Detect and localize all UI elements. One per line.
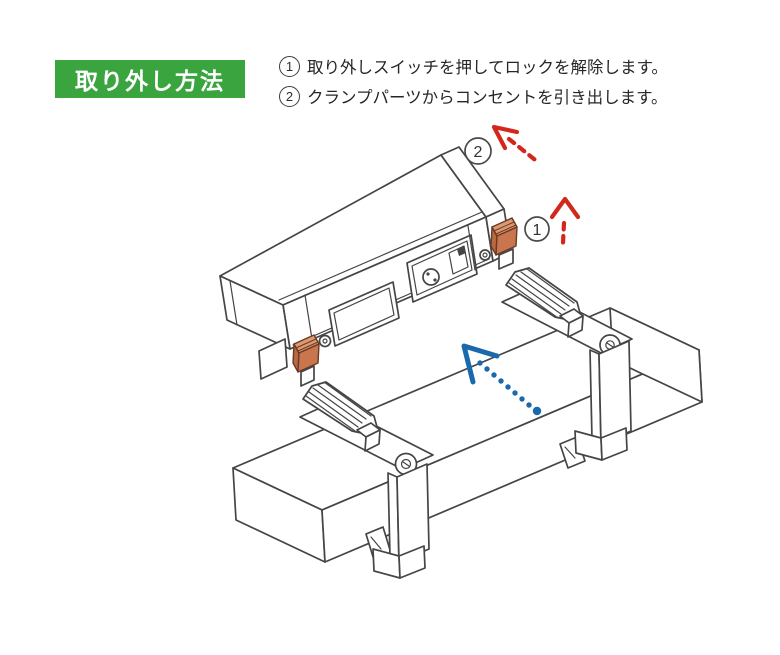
instruction-step-1: 1 取り外しスイッチを押してロックを解除します。: [279, 51, 668, 81]
mounting-rail-right: [505, 267, 584, 338]
slide-direction-arrow: [461, 343, 542, 416]
mounting-rail-left: [302, 381, 381, 452]
outlet-window: [328, 281, 400, 347]
section-title-box: 取り外し方法: [55, 60, 245, 98]
clamp-part-left: [299, 381, 434, 579]
clamp-part-right: [501, 267, 633, 469]
step-1-marker-number: 1: [533, 222, 542, 239]
instruction-list: 1 取り外しスイッチを押してロックを解除します。 2 クランプパーツからコンセン…: [279, 51, 668, 111]
step-1-text: 取り外しスイッチを押してロックを解除します。: [307, 59, 668, 77]
step-2-marker: 2: [464, 137, 492, 165]
release-switch-panel: [406, 234, 478, 303]
release-clip-left: [292, 334, 320, 387]
section-title: 取り外し方法: [75, 68, 225, 94]
step-2-text: クランプパーツからコンセントを引き出します。: [307, 89, 668, 107]
step-1-number-icon: 1: [279, 55, 300, 77]
front-screw-right: [479, 249, 491, 261]
step2-pullout-arrow: [491, 124, 542, 166]
power-strip-outlet: [219, 146, 518, 387]
step1-unlock-arrow: [549, 196, 581, 246]
release-clip-right: [490, 217, 518, 270]
step-1-marker: 1: [524, 216, 550, 242]
step-2-number-icon: 2: [279, 85, 300, 107]
step-2-marker-number: 2: [474, 144, 483, 161]
front-screw-left: [318, 334, 332, 348]
instruction-step-2: 2 クランプパーツからコンセントを引き出します。: [279, 81, 668, 111]
